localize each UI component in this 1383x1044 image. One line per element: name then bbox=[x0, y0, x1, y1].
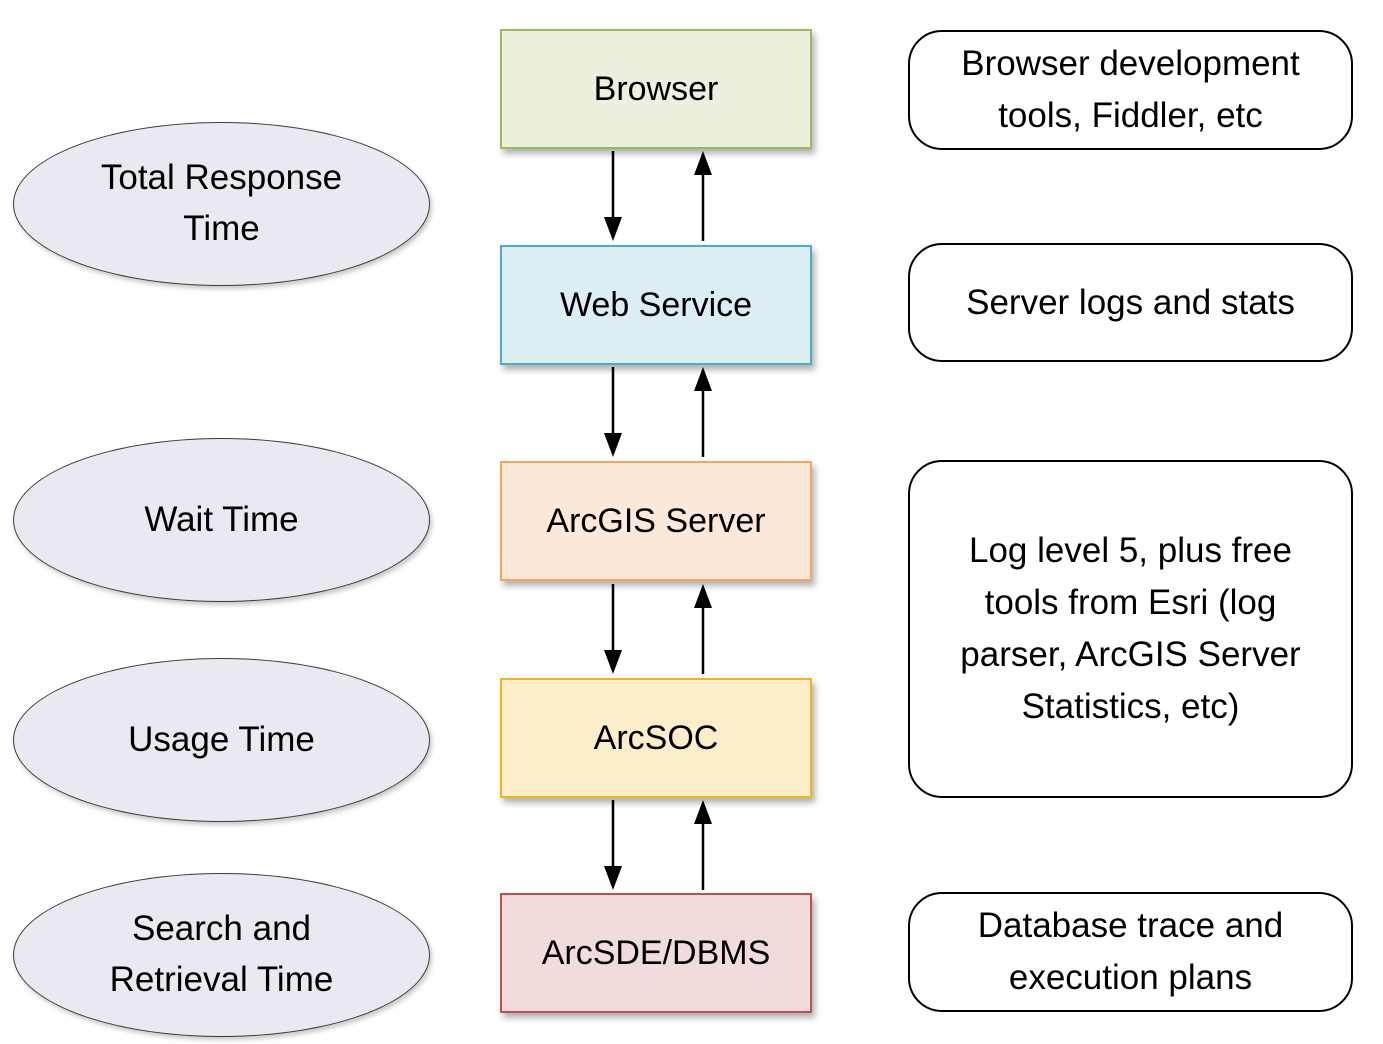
note-browser-dev-tools: Browser development tools, Fiddler, etc bbox=[908, 30, 1353, 150]
ellipse-label: Total Response Time bbox=[100, 158, 343, 248]
ellipse-label: Wait Time bbox=[144, 499, 299, 539]
note-label: Server logs and stats bbox=[966, 282, 1295, 322]
box-arcgis-server: ArcGIS Server bbox=[500, 461, 812, 581]
ellipse-usage-time: Usage Time bbox=[13, 658, 430, 822]
box-label: Web Service bbox=[559, 285, 753, 324]
ellipse-wait-time: Wait Time bbox=[13, 438, 430, 602]
box-arcsde-dbms: ArcSDE/DBMS bbox=[500, 893, 812, 1013]
up-arrow-icon bbox=[694, 800, 712, 890]
up-arrow-icon bbox=[694, 151, 712, 241]
note-server-logs: Server logs and stats bbox=[908, 243, 1353, 362]
down-arrow-icon bbox=[604, 800, 622, 890]
ellipse-label: Usage Time bbox=[128, 719, 315, 759]
up-arrow-icon bbox=[694, 584, 712, 674]
box-label: Browser bbox=[593, 69, 719, 108]
note-label: Database trace and execution plans bbox=[977, 906, 1284, 997]
ellipse-total-response-time: Total Response Time bbox=[13, 122, 430, 286]
box-label: ArcSOC bbox=[593, 718, 719, 757]
note-log-level-tools: Log level 5, plus free tools from Esri (… bbox=[908, 460, 1353, 798]
box-arcsoc: ArcSOC bbox=[500, 678, 812, 798]
box-browser: Browser bbox=[500, 29, 812, 149]
note-label: Log level 5, plus free tools from Esri (… bbox=[960, 531, 1301, 726]
box-web-service: Web Service bbox=[500, 245, 812, 365]
box-label: ArcSDE/DBMS bbox=[541, 933, 771, 972]
down-arrow-icon bbox=[604, 367, 622, 457]
up-arrow-icon bbox=[694, 367, 712, 457]
box-label: ArcGIS Server bbox=[546, 501, 766, 540]
ellipse-label: Search and Retrieval Time bbox=[109, 909, 334, 999]
note-label: Browser development tools, Fiddler, etc bbox=[961, 44, 1300, 135]
ellipse-search-retrieval-time: Search and Retrieval Time bbox=[13, 873, 430, 1037]
down-arrow-icon bbox=[604, 151, 622, 241]
note-database-trace: Database trace and execution plans bbox=[908, 892, 1353, 1012]
down-arrow-icon bbox=[604, 584, 622, 674]
